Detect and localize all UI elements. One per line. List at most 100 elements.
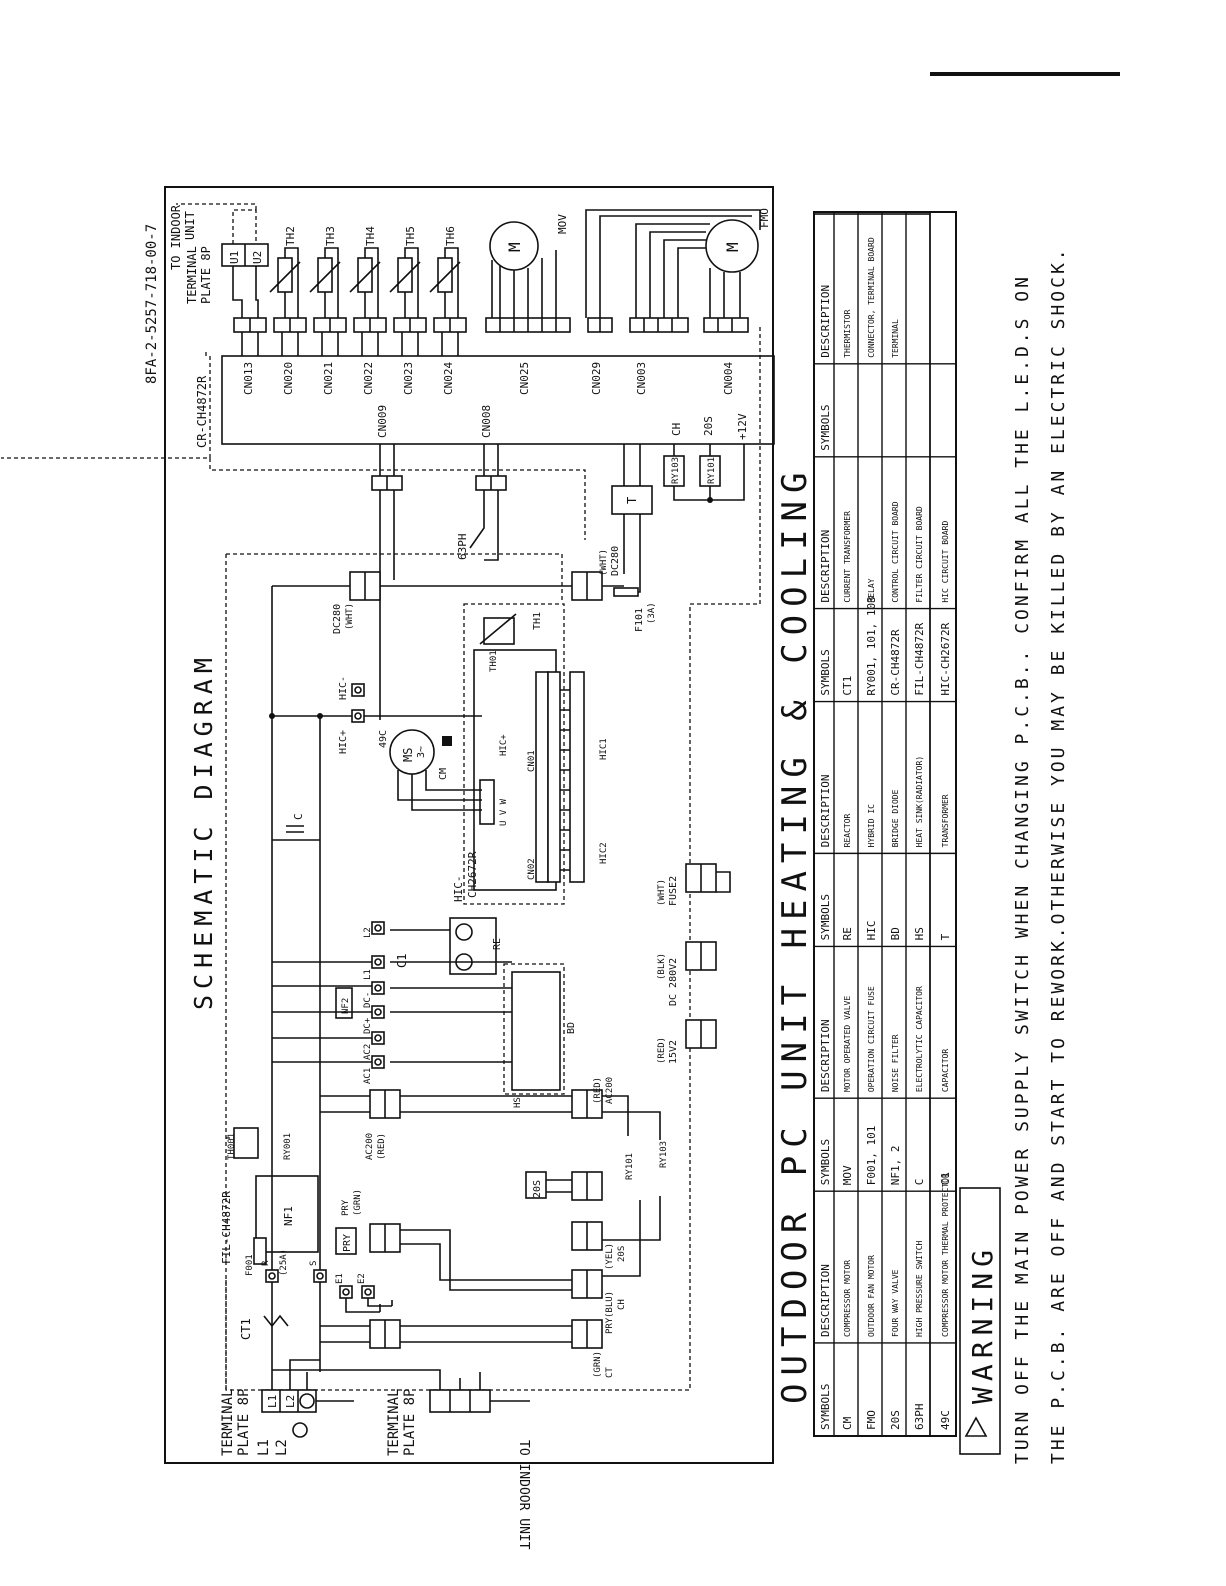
legend-header-symbols: SYMBOLS [819, 404, 832, 450]
legend-header-symbols: SYMBOLS [819, 894, 832, 940]
ms3-label: 3~ [416, 746, 427, 758]
cn02-label: CN02 [527, 858, 537, 880]
12v-label: +12V [736, 413, 749, 440]
th3-label: TH3 [324, 226, 337, 246]
terminal-plate-indoor-label: TERMINAL [386, 1389, 402, 1456]
fil-components: TH001 RY001 NF1 FIL-CH4872R F001 (25A) [220, 1127, 319, 1390]
legend-description: CONNECTOR, TERMINAL BOARD [867, 237, 876, 358]
re-label: RE [492, 938, 503, 950]
ac1-label: AC1 [363, 1068, 373, 1084]
f001-rating-label: (25A) [279, 1249, 289, 1276]
yel-20s-label: (YEL) [605, 1243, 615, 1270]
e1-label: E1 [335, 1273, 345, 1284]
ac200b-red-label: (RED) [593, 1077, 603, 1104]
l2-side-label: L2 [274, 1439, 290, 1456]
dc280-top-label: DC280 [332, 604, 343, 634]
aux-connectors: FUSE2 (WHT) DC 280V2 (BLK) 15V2 (RED) [657, 863, 731, 1064]
l1-side-label: L1 [256, 1439, 272, 1456]
cn009-label: CN009 [376, 405, 389, 438]
th5-label: TH5 [404, 226, 417, 246]
bd-label: BD [566, 1022, 577, 1034]
hic2-label: HIC2 [599, 842, 609, 864]
dc280-bottom-label: DC280 [610, 546, 621, 576]
l2c-label: L2 [363, 927, 373, 938]
plate-8p-indoor-label: PLATE 8P [402, 1389, 418, 1456]
legend-symbol: CT1 [841, 676, 854, 696]
hic-board: HIC- CH2672R HIC+ U V W CN01 CN02 HIC1 H… [452, 603, 609, 905]
ac2-label: AC2 [363, 1044, 373, 1060]
lower-connectors: 63PH [371, 444, 507, 720]
legend-header-description: DESCRIPTION [819, 1019, 832, 1092]
ry101-board-label: RY101 [707, 457, 717, 484]
thermistors: TH2 TH3 TH4 TH5 TH6 [269, 226, 461, 318]
legend-symbol: FMO [865, 1410, 878, 1430]
legend-border [813, 211, 957, 1437]
legend-header-description: DESCRIPTION [819, 285, 832, 358]
power-terminals [371, 921, 385, 1069]
legend-symbol: F001, 101 [865, 1126, 878, 1186]
cn024-label: CN024 [442, 362, 455, 395]
legend-description: MOTOR OPERATED VALVE [843, 996, 852, 1093]
cn022-label: CN022 [362, 362, 375, 395]
legend-symbol: NF1, 2 [889, 1145, 902, 1185]
top-rule [930, 72, 1120, 76]
legend-symbol: 49C [939, 1410, 952, 1430]
nf2-label: NF2 [341, 998, 351, 1014]
cr-connectors [233, 317, 749, 356]
legend-description: COMPRESSOR MOTOR THERMAL PROTECTOR [941, 1173, 950, 1337]
doc-code: 8FA-2-5257-718-00-7 [144, 224, 160, 384]
legend-symbol: 63PH [913, 1404, 926, 1431]
mov-m-label: M [505, 242, 524, 252]
fuse2-wht-label: (WHT) [657, 879, 667, 906]
ac200b-label: AC200 [605, 1077, 615, 1104]
20s-label: 20S [532, 1180, 543, 1198]
capacitor-c: C [272, 813, 320, 841]
terminal-plate-label: TERMINAL [220, 1389, 236, 1456]
legend-description: THERMISTOR [843, 309, 852, 357]
c-label: C [292, 813, 305, 820]
fil-board-label: FIL-CH4872R [220, 1191, 233, 1264]
dc280v2-label: DC 280V2 [668, 958, 679, 1006]
unit-label: UNIT [183, 211, 197, 240]
cn029-label: CN029 [590, 362, 603, 395]
indoor-terminal-plate: TERMINAL PLATE 8P TO INDOOR UNIT [272, 1369, 531, 1550]
legend-description: OUTDOOR FAN MOTOR [867, 1255, 876, 1337]
legend-symbol: C [913, 1179, 926, 1186]
transformer-relays: T RY103 RY101 F101 (3A) [611, 444, 745, 632]
legend-description: CAPACITOR [941, 1049, 950, 1093]
legend-symbol: RE [841, 927, 854, 940]
main-terminal-plate: L1 L2 TERMINAL PLATE 8P L1 L2 [220, 1359, 354, 1456]
fuse2-label: FUSE2 [668, 876, 679, 906]
dcm-label: DC- [363, 992, 373, 1008]
th6-label: TH6 [444, 226, 457, 246]
legend-description: HIC CIRCUIT BOARD [941, 521, 950, 603]
hic1-label: HIC1 [599, 738, 609, 760]
cn023-label: CN023 [402, 362, 415, 395]
ct-connector-label: CT [605, 1367, 615, 1378]
blu-label: (BLU) [605, 1291, 615, 1318]
power-section: RE C1 NF2 BD HS AC1 AC2 DC+ DC- L1 L2 [272, 917, 577, 1108]
pry-grn-label: PRY [341, 1199, 351, 1216]
pry-label: PRY [342, 1234, 353, 1252]
dc280-top-wht-label: (WHT) [345, 603, 355, 630]
legend-symbol: T [939, 933, 952, 940]
legend-symbol: CM [841, 1416, 854, 1430]
cn025-label: CN025 [518, 362, 531, 395]
t-label: T [625, 497, 639, 504]
20s-connector-label: 20S [617, 1246, 627, 1262]
u2-label: U2 [251, 251, 264, 264]
20s-board-label: 20S [702, 416, 715, 436]
legend-symbol: HIC-CH2672R [939, 622, 952, 695]
legend-symbol: HIC [865, 921, 878, 941]
to-indoor-label: TO INDOOR [169, 204, 183, 270]
hic-minus-label: HIC- [338, 676, 349, 700]
th1-label: TH1 [532, 612, 543, 630]
e2-label: E2 [357, 1273, 367, 1284]
ry103-label: RY103 [659, 1141, 669, 1168]
f101-label: F101 [634, 608, 645, 632]
legend-header-description: DESCRIPTION [819, 775, 832, 848]
legend-symbol: RY001, 101, 103 [865, 596, 878, 695]
cn004-label: CN004 [722, 362, 735, 395]
schematic-frame [164, 186, 774, 1464]
